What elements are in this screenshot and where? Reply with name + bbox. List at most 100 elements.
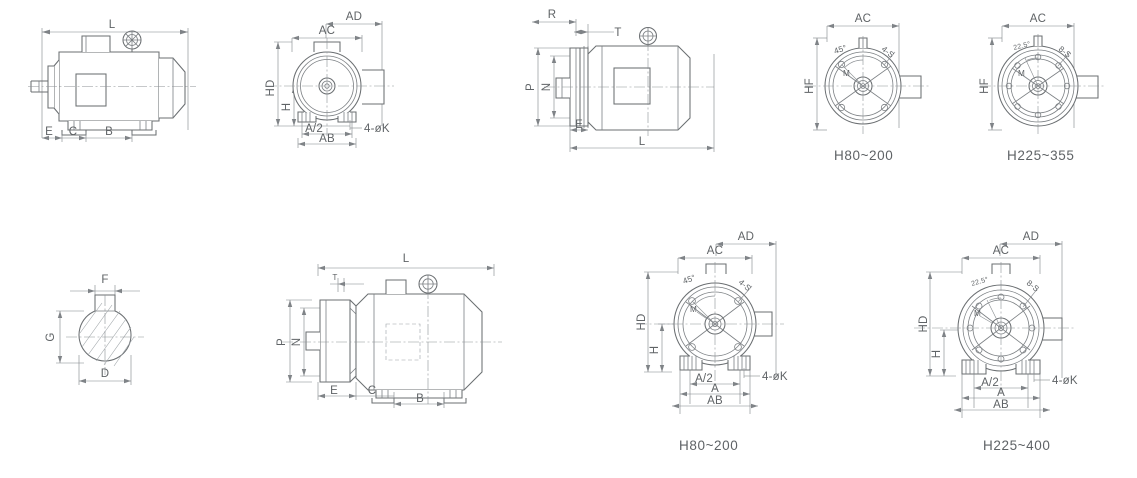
dimension-L	[41, 28, 189, 138]
label-holes: 4-øK	[364, 123, 390, 135]
dimension-L	[569, 54, 715, 152]
dimension-AC	[291, 35, 363, 52]
angle-indicator	[986, 297, 1002, 329]
dimension-N	[300, 307, 324, 377]
leader-M	[848, 75, 858, 83]
angle-indicator	[1024, 57, 1039, 87]
label-P: P	[525, 83, 537, 91]
label-E: E	[45, 126, 53, 138]
label-H: H	[281, 103, 293, 112]
label-A-half: A/2	[695, 373, 713, 385]
dimension-D	[78, 355, 132, 385]
dimension-P	[286, 299, 312, 383]
dimension-AC	[961, 255, 1041, 274]
caption-h80-200-bottom: H80~200	[679, 438, 739, 453]
caption-h225-355-top: H225~355	[1007, 148, 1075, 163]
label-AB: AB	[319, 133, 335, 145]
dimension-A-AB	[672, 370, 758, 414]
dimension-HF	[988, 37, 1002, 131]
label-AC: AC	[319, 25, 335, 37]
label-holes: 4-øK	[1052, 375, 1078, 387]
label-AD: AD	[1023, 231, 1039, 243]
label-M: M	[843, 69, 850, 78]
label-G: G	[45, 332, 57, 341]
dimension-HD	[274, 41, 350, 127]
dimension-AD	[999, 241, 1063, 378]
label-T: T	[332, 273, 337, 282]
label-A-half: A/2	[305, 123, 323, 135]
dimension-AC	[677, 255, 753, 274]
dimension-E-C-B	[42, 132, 133, 142]
label-M: M	[1018, 69, 1025, 78]
view-fan-end-small: AC HF	[795, 8, 945, 148]
label-F: F	[101, 274, 108, 286]
label-AC: AC	[855, 13, 871, 25]
dimension-T	[574, 24, 614, 46]
dimension-HF	[813, 37, 827, 131]
label-HD: HD	[918, 315, 930, 332]
leader-bolts	[737, 285, 753, 303]
label-bolts: 8-S	[1025, 278, 1041, 294]
label-AC: AC	[707, 245, 723, 257]
label-angle: 22.5°	[1013, 40, 1032, 52]
view-drive-end-small: AD AC HD H	[634, 228, 814, 438]
label-angle: 45°	[682, 273, 697, 286]
label-L: L	[639, 136, 646, 148]
label-HD: HD	[636, 313, 648, 330]
dimension-A-AB	[954, 374, 1050, 418]
dimension-L	[317, 264, 495, 276]
label-T: T	[614, 27, 621, 39]
angle-45-indicator	[691, 295, 716, 325]
dimension-E-C-B	[317, 382, 445, 408]
label-B: B	[416, 393, 424, 405]
label-C: C	[69, 126, 78, 138]
dimension-H	[658, 323, 684, 372]
leader-holes	[743, 368, 760, 378]
view-flange-foot-side: L T P	[272, 232, 522, 412]
label-M: M	[974, 309, 981, 318]
view-fan-end-large: AC HF	[970, 8, 1120, 148]
leader-bolts	[1022, 287, 1039, 308]
motor-end-body	[292, 41, 385, 123]
angle-45-indicator	[841, 59, 864, 87]
flange-motor-body	[555, 26, 691, 131]
label-A-half: A/2	[981, 377, 999, 389]
dimension-AD	[715, 241, 777, 378]
label-D: D	[101, 368, 110, 380]
view-flange-side: R T P	[518, 6, 748, 158]
label-M: M	[690, 305, 697, 314]
leader-M	[979, 315, 993, 324]
dimension-P	[534, 47, 570, 127]
leader-holes	[349, 120, 362, 130]
dimension-AC	[826, 23, 900, 128]
label-AD: AD	[346, 11, 362, 23]
dimension-R	[532, 19, 577, 36]
label-angle: 22.5°	[970, 275, 989, 287]
dimension-G	[56, 310, 84, 364]
dimension-HD	[926, 271, 962, 377]
caption-h80-200-top: H80~200	[834, 148, 894, 163]
caption-h225-400-bottom: H225~400	[983, 438, 1051, 453]
motor-body	[30, 30, 186, 136]
label-E: E	[575, 119, 583, 131]
label-HD: HD	[265, 79, 277, 96]
label-C: C	[368, 385, 377, 397]
dimension-E	[569, 126, 588, 138]
label-holes: 4-øK	[762, 371, 788, 383]
leader-bolts	[883, 51, 896, 66]
view-foot-end: AD AC HD	[258, 8, 438, 158]
label-E: E	[330, 385, 338, 397]
dimension-HD	[644, 271, 678, 373]
leader-holes	[1033, 372, 1050, 382]
label-AC: AC	[993, 245, 1009, 257]
flange-foot-body	[305, 274, 483, 404]
shaft-body	[78, 294, 135, 367]
label-AD: AD	[738, 231, 754, 243]
label-angle: 45°	[833, 43, 848, 56]
label-L: L	[403, 253, 410, 265]
leader-bolts	[1057, 51, 1071, 67]
label-R: R	[548, 9, 557, 21]
label-B: B	[105, 126, 113, 138]
label-A: A	[997, 387, 1005, 399]
